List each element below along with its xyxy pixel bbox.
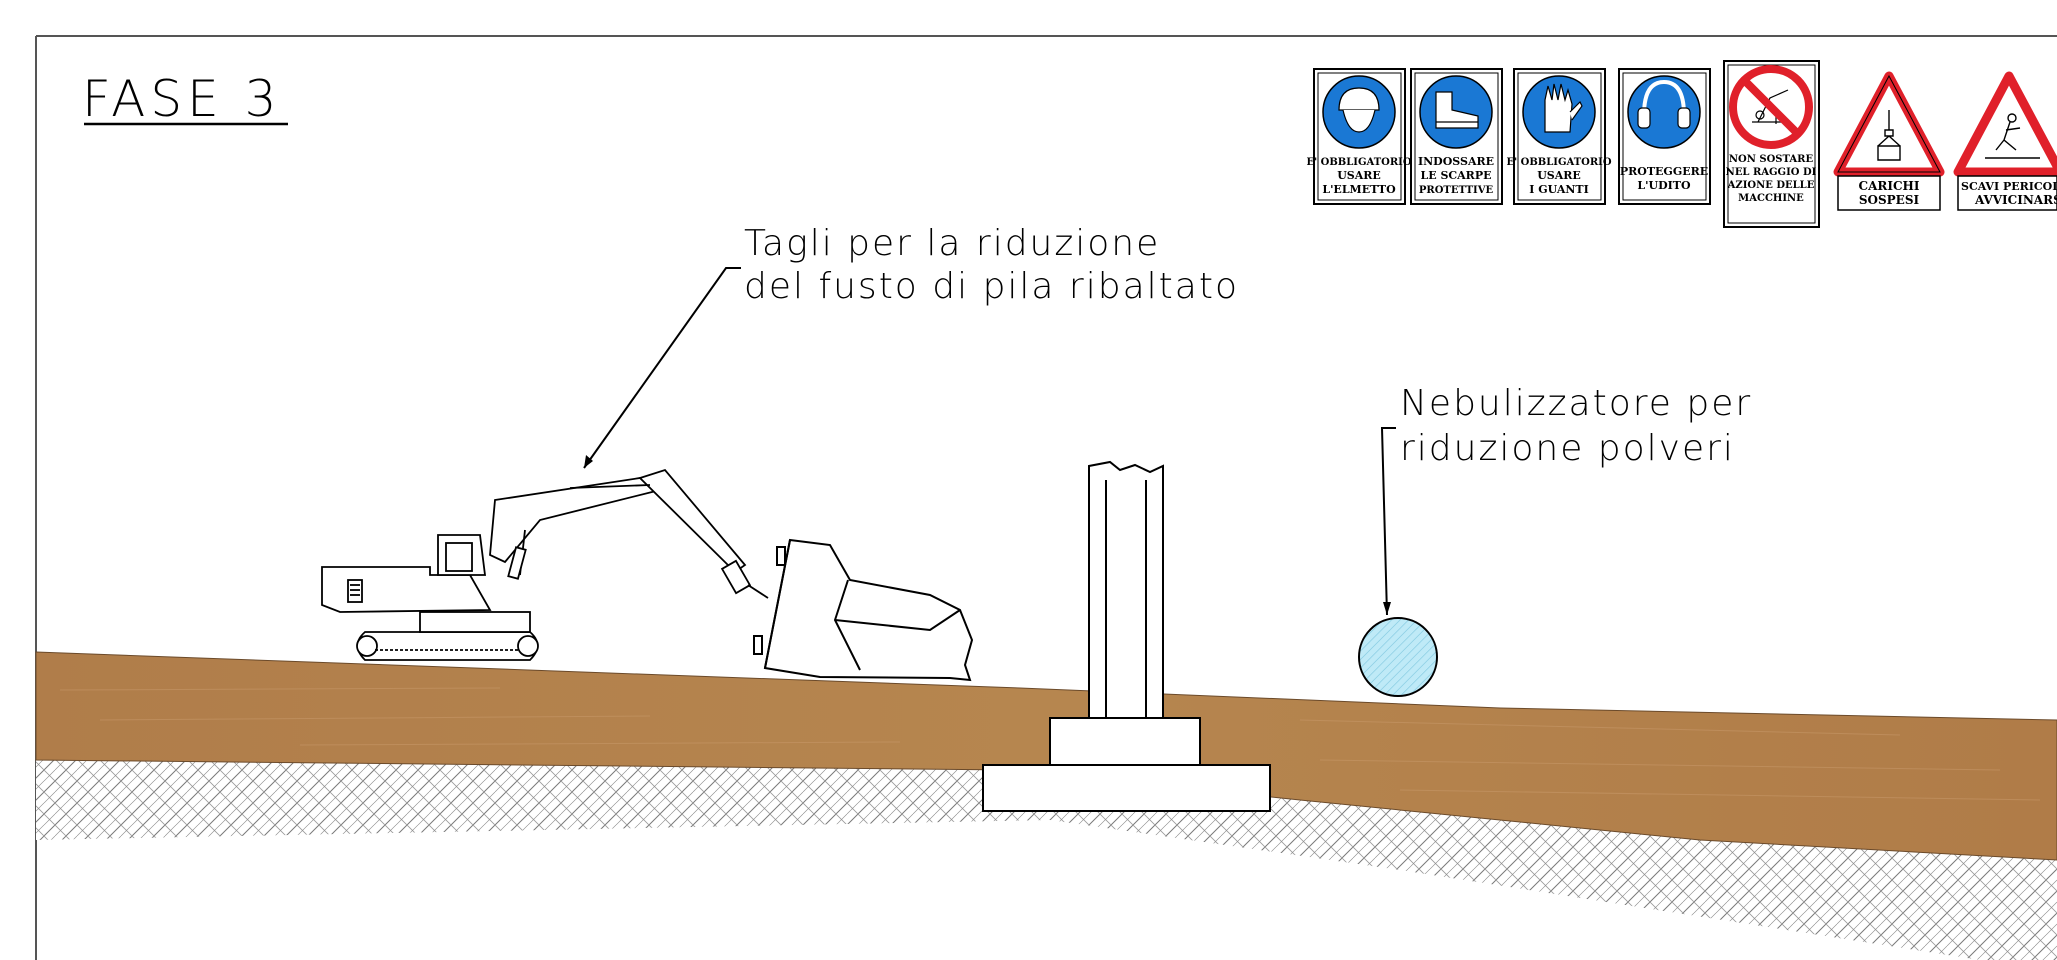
annotation-nebulizer: Nebulizzatore per riduzione polveri — [1380, 383, 1752, 616]
sign-gloves-line1: E' OBBLIGATORIO — [1506, 157, 1611, 168]
excavator — [321, 468, 769, 661]
safety-signs: E' OBBLIGATORIO USARE L'ELMETTO INDOSSAR… — [1306, 60, 2057, 228]
soil-layer — [35, 651, 2057, 861]
sign-helmet-line2: USARE — [1337, 169, 1381, 182]
sign-boots: INDOSSARE LE SCARPE PROTETTIVE — [1410, 68, 1503, 205]
sign-helmet: E' OBBLIGATORIO USARE L'ELMETTO — [1306, 68, 1412, 205]
sign-gloves-line2: USARE — [1537, 169, 1581, 182]
sign-suspended-loads-line2: SOSPESI — [1859, 193, 1920, 207]
annotation-cuts-line1: Tagli per la riduzione — [744, 223, 1160, 264]
sign-gloves: E' OBBLIGATORIO USARE I GUANTI — [1506, 68, 1612, 205]
phase-title-text: FASE 3 — [82, 70, 281, 128]
sign-helmet-line3: L'ELMETTO — [1322, 183, 1396, 196]
sign-suspended-loads: CARICHI SOSPESI — [1833, 71, 1945, 211]
dangerous-excavation-icon — [1985, 113, 2040, 159]
ear-protection-icon — [1637, 79, 1691, 129]
sign-dangerous-excavation: SCAVI PERICOLOSI AVVICINARSI — [1953, 71, 2057, 211]
boots-icon — [1435, 91, 1479, 129]
pier-foundation — [982, 460, 1271, 812]
sign-ear-protection-line1: PROTEGGERE — [1620, 165, 1708, 178]
gravel-layer — [36, 760, 2057, 960]
sign-gloves-line3: I GUANTI — [1529, 183, 1589, 196]
sign-no-standing-line2: NEL RAGGIO DI — [1726, 167, 1817, 178]
sign-dangerous-excavation-line2: AVVICINARSI — [1974, 193, 2057, 207]
overturned-pier-segment — [753, 538, 974, 682]
annotation-nebulizer-line1: Nebulizzatore per — [1400, 383, 1752, 424]
nebulizer — [1358, 617, 1438, 697]
sign-no-standing-line1: NON SOSTARE — [1729, 154, 1814, 165]
sign-ear-protection-line2: L'UDITO — [1637, 179, 1691, 192]
sign-no-standing-line3: AZIONE DELLE — [1727, 180, 1815, 191]
annotation-nebulizer-line2: riduzione polveri — [1400, 428, 1735, 469]
sign-helmet-line1: E' OBBLIGATORIO — [1306, 157, 1411, 168]
sign-boots-line2: LE SCARPE — [1421, 169, 1492, 182]
helmet-icon — [1338, 87, 1380, 133]
sign-suspended-loads-line1: CARICHI — [1859, 179, 1920, 193]
annotation-cuts-line2: del fusto di pila ribaltato — [744, 266, 1239, 307]
sign-boots-line1: INDOSSARE — [1418, 155, 1494, 168]
sign-no-standing-line4: MACCHINE — [1738, 193, 1804, 204]
annotation-cuts: Tagli per la riduzione del fusto di pila… — [583, 223, 1239, 469]
sign-boots-line3: PROTETTIVE — [1419, 185, 1494, 196]
suspended-load-icon — [1877, 110, 1901, 161]
sign-no-standing: NON SOSTARE NEL RAGGIO DI AZIONE DELLE M… — [1723, 60, 1820, 228]
gloves-icon — [1544, 83, 1583, 133]
sign-ear-protection: PROTEGGERE L'UDITO — [1618, 68, 1711, 205]
sign-dangerous-excavation-line1: SCAVI PERICOLOSI — [1961, 180, 2057, 193]
phase-title: FASE 3 — [82, 70, 288, 128]
